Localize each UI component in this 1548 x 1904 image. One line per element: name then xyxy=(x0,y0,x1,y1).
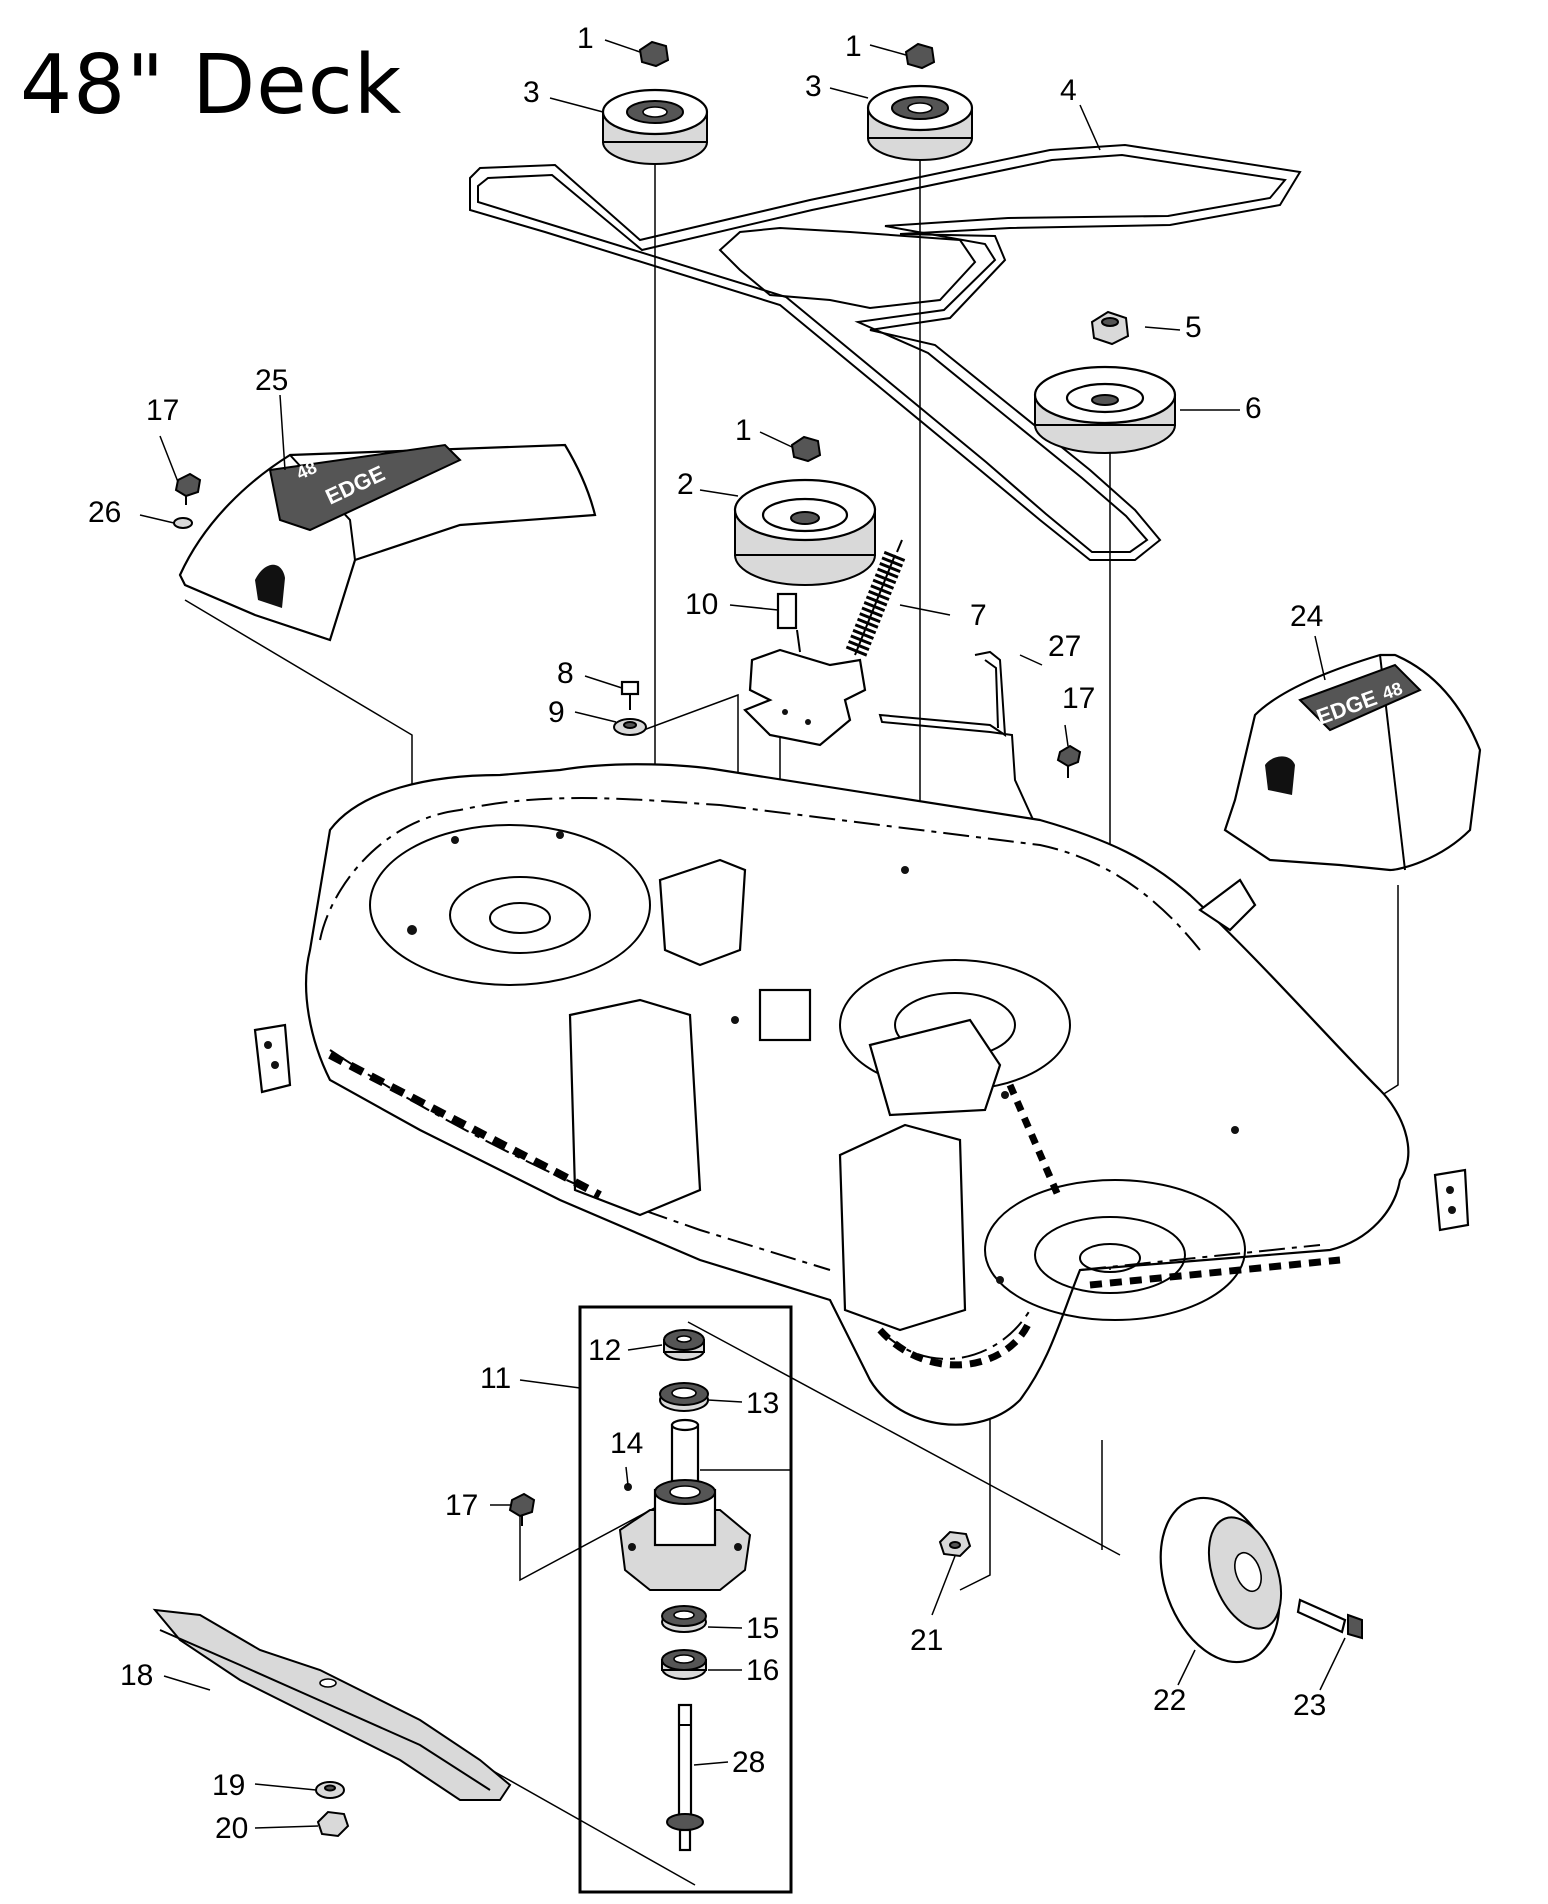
callout-22: 22 xyxy=(1153,1684,1186,1717)
callout-5: 5 xyxy=(1185,311,1202,344)
spring xyxy=(844,539,906,660)
callout-21: 21 xyxy=(910,1624,943,1657)
belt xyxy=(469,143,1302,561)
callout-1-a: 1 xyxy=(577,22,594,55)
callout-3-a: 3 xyxy=(523,76,540,109)
blade-washer xyxy=(315,1781,345,1799)
callout-27: 27 xyxy=(1048,630,1081,663)
callout-3-b: 3 xyxy=(805,70,822,103)
tensioner-pulley xyxy=(733,478,877,586)
chute-cover-left: EDGE 48 xyxy=(178,443,597,642)
callout-9: 9 xyxy=(548,696,565,729)
wheel-bolt xyxy=(1296,1598,1363,1640)
callout-17-a: 17 xyxy=(146,394,179,427)
callout-26: 26 xyxy=(88,496,121,529)
callout-23: 23 xyxy=(1293,1689,1326,1722)
nut-top-right xyxy=(904,42,936,70)
drive-pulley-nut xyxy=(1090,310,1130,346)
callout-19: 19 xyxy=(212,1769,245,1802)
callout-13: 13 xyxy=(746,1387,779,1420)
callout-28: 28 xyxy=(732,1746,765,1779)
blade-nut xyxy=(316,1810,350,1838)
decal-right: EDGE 48 xyxy=(1298,663,1422,732)
spindle-assembly-box xyxy=(578,1305,793,1894)
wheel-nut xyxy=(938,1530,972,1558)
callout-8: 8 xyxy=(557,657,574,690)
nut-tensioner xyxy=(790,435,822,463)
callout-15: 15 xyxy=(746,1612,779,1645)
callout-18: 18 xyxy=(120,1659,153,1692)
callout-24: 24 xyxy=(1290,600,1323,633)
callout-25: 25 xyxy=(255,364,288,397)
bolt-17-left xyxy=(174,472,202,505)
callout-1-b: 1 xyxy=(845,30,862,63)
idler-pulley-right xyxy=(866,84,974,161)
callout-4: 4 xyxy=(1060,74,1077,107)
deck-housing xyxy=(253,763,1470,1426)
bolt xyxy=(620,680,640,710)
callout-12: 12 xyxy=(588,1334,621,1367)
callout-17-b: 17 xyxy=(1062,682,1095,715)
callout-1-c: 1 xyxy=(735,414,752,447)
bolt-17-right xyxy=(1056,744,1082,778)
page-title: 48" Deck xyxy=(20,38,403,133)
tensioner-bracket xyxy=(743,592,867,747)
callout-leaders xyxy=(139,39,1346,1829)
chute-cover-right: EDGE 48 xyxy=(1223,653,1482,872)
gauge-wheel xyxy=(1159,1496,1283,1664)
callout-16: 16 xyxy=(746,1654,779,1687)
washer-26 xyxy=(173,517,193,529)
callout-20: 20 xyxy=(215,1812,248,1845)
callout-7: 7 xyxy=(970,599,987,632)
callout-17-c: 17 xyxy=(445,1489,478,1522)
callout-6: 6 xyxy=(1245,392,1262,425)
drive-pulley xyxy=(1033,365,1177,454)
callout-14: 14 xyxy=(610,1427,643,1460)
callout-labels: 1 1 1 2 3 3 4 5 6 7 8 9 10 11 12 13 14 1… xyxy=(88,22,1326,1845)
callout-2: 2 xyxy=(677,468,694,501)
callout-11: 11 xyxy=(480,1362,511,1395)
mower-blade xyxy=(152,1608,512,1801)
bolt-17-spindle xyxy=(508,1492,536,1526)
callout-10: 10 xyxy=(685,588,718,621)
idler-pulley-left xyxy=(601,88,709,165)
nut-top-left xyxy=(638,40,670,68)
washer xyxy=(613,718,647,736)
